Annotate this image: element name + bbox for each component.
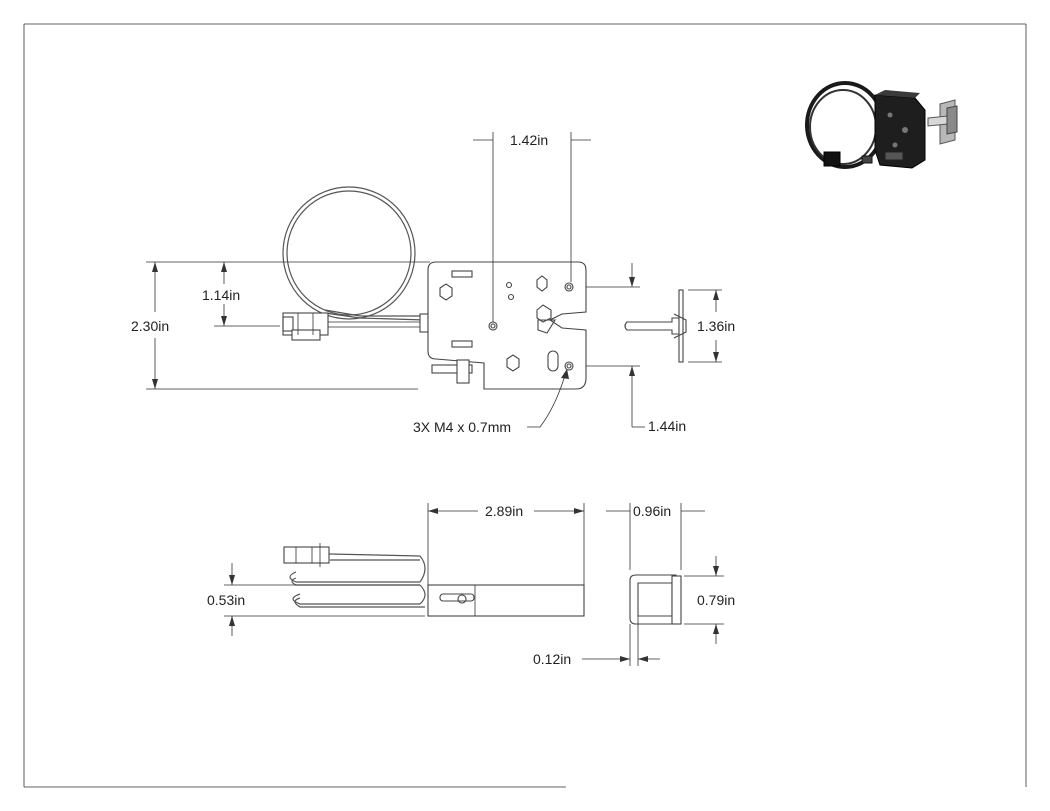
dim-hole-spacing-label: 1.44in xyxy=(648,418,686,434)
dimension-strike-plate: 0.12in xyxy=(533,616,660,667)
dim-body-thickness-label: 0.53in xyxy=(207,592,245,608)
dim-strike-height-label: 1.36in xyxy=(697,318,735,334)
dim-strike-depth-label: 0.79in xyxy=(697,592,735,608)
dimension-top-width: 1.42in xyxy=(473,132,591,322)
dim-overall-height-label: 2.30in xyxy=(131,318,169,334)
dim-strike-length-label: 0.96in xyxy=(633,503,671,519)
isometric-preview xyxy=(805,81,958,169)
dimension-strike-height: 1.36in xyxy=(688,289,735,363)
front-view xyxy=(282,186,587,390)
dimension-hole-spacing: 1.44in xyxy=(586,263,686,434)
sheet-border xyxy=(23,23,1027,788)
dimension-strike-depth: 0.79in xyxy=(684,556,735,644)
dim-wire-offset-label: 1.14in xyxy=(202,287,240,303)
dimension-overall-height: 2.30in xyxy=(131,261,430,390)
dim-body-length-label: 2.89in xyxy=(485,503,523,519)
dim-strike-plate-label: 0.12in xyxy=(533,651,571,667)
side-view xyxy=(283,543,585,617)
dimension-wire-offset: 1.14in xyxy=(202,262,280,327)
callout-thread: 3X M4 x 0.7mm xyxy=(413,369,569,435)
thread-callout-label: 3X M4 x 0.7mm xyxy=(413,419,511,435)
dimension-body-length: 2.89in xyxy=(427,503,585,585)
strike-side-view xyxy=(624,289,687,363)
dimension-strike-length: 0.96in xyxy=(606,503,705,570)
strike-top-view xyxy=(629,574,682,625)
dim-top-width-label: 1.42in xyxy=(510,132,548,148)
dimension-body-thickness: 0.53in xyxy=(207,563,425,636)
